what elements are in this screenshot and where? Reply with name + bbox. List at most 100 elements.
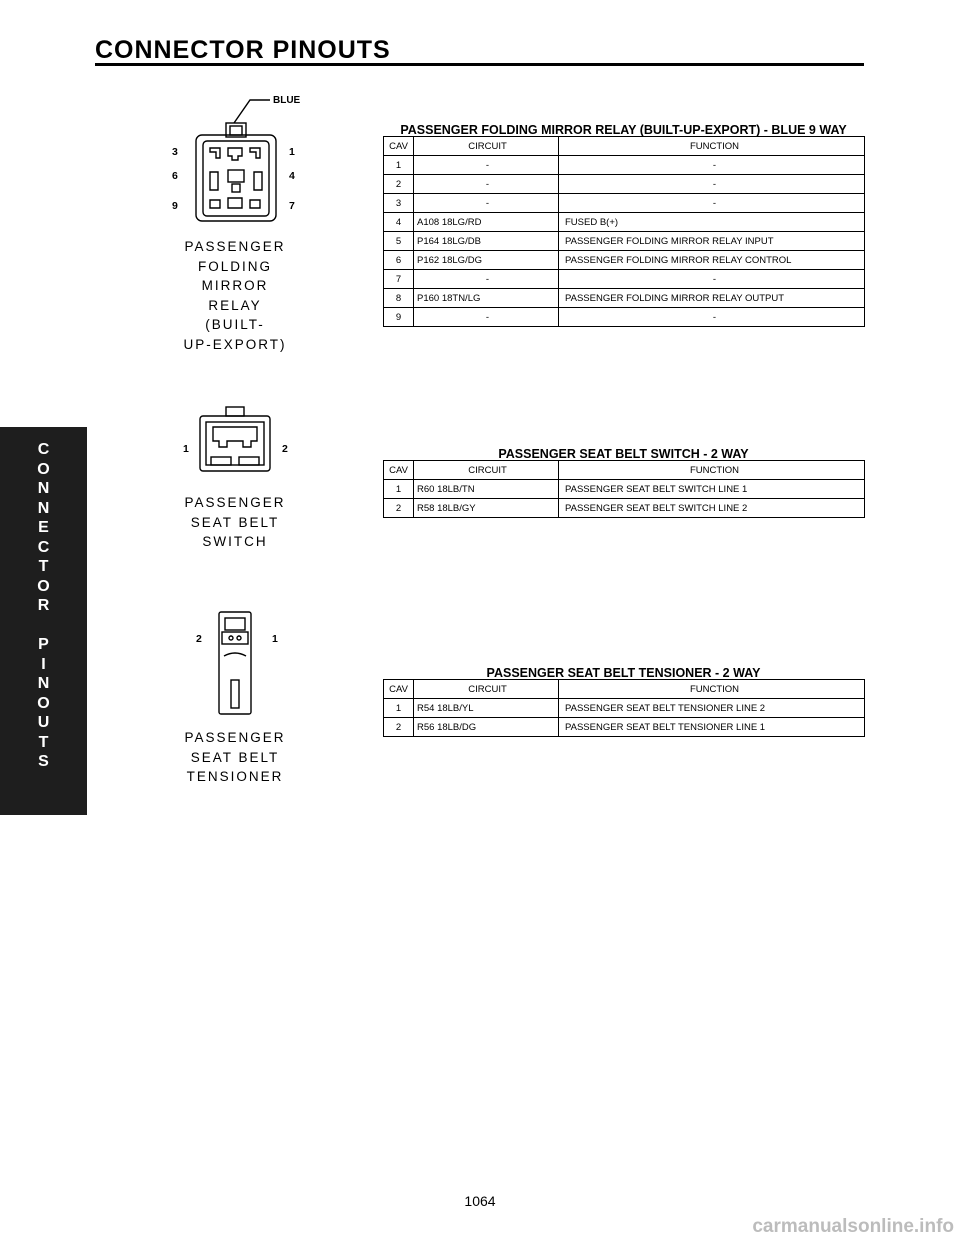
watermark: carmanualsonline.info [752, 1216, 954, 1237]
circuit-header: CIRCUIT [413, 136, 559, 156]
table-row: 7-- [383, 269, 865, 289]
function-cell: - [558, 193, 865, 213]
connector-label-line: PASSENGER [184, 239, 286, 254]
connector-label-line: PASSENGER [184, 495, 286, 510]
circuit-cell: - [413, 307, 559, 327]
function-cell: - [558, 174, 865, 194]
pin-label-9: 9 [172, 200, 178, 212]
pin-label-3: 3 [172, 146, 178, 158]
circuit-cell: R58 18LB/GY [413, 498, 559, 518]
function-cell: PASSENGER FOLDING MIRROR RELAY CONTROL [558, 250, 865, 270]
side-tab-letter: O [37, 577, 50, 595]
seat-belt-switch-table-title: PASSENGER SEAT BELT SWITCH - 2 WAY [498, 447, 749, 461]
circuit-cell: R56 18LB/DG [413, 717, 559, 737]
seat-belt-tensioner-connector-drawing [218, 611, 252, 715]
side-tab-letter: T [38, 558, 49, 575]
connector-label-line: SWITCH [202, 534, 268, 549]
connector-label-line: (BUILT- [205, 317, 265, 332]
cav-cell: 1 [383, 155, 414, 175]
connector-label-line: SEAT BELT [190, 749, 280, 765]
function-cell: PASSENGER SEAT BELT SWITCH LINE 1 [558, 479, 865, 499]
side-tab-letter: O [37, 694, 50, 712]
function-cell: PASSENGER SEAT BELT TENSIONER LINE 2 [558, 698, 865, 718]
side-tab-letter: O [37, 460, 50, 478]
table-row: 3-- [383, 193, 865, 213]
page-title: CONNECTOR PINOUTS [95, 36, 391, 64]
cav-cell: 2 [383, 717, 414, 737]
circuit-cell: - [413, 269, 559, 289]
seat-belt-switch-connector-drawing [199, 406, 271, 472]
side-tab-letter: C [37, 441, 50, 458]
connector-label-line: RELAY [208, 297, 262, 313]
side-tab [0, 427, 87, 815]
cav-cell: 4 [383, 212, 414, 232]
circuit-cell: - [413, 174, 559, 194]
circuit-header: CIRCUIT [413, 679, 559, 699]
table-row: 9-- [383, 307, 865, 327]
pin-label-2: 2 [282, 443, 288, 455]
pin-label-7: 7 [289, 200, 295, 212]
pin-label-2: 2 [196, 633, 202, 645]
connector-label-line: SEAT BELT [190, 514, 280, 530]
circuit-cell: R60 18LB/TN [413, 479, 559, 499]
side-tab-letter: N [37, 499, 50, 517]
side-tab-letter: I [41, 655, 46, 673]
connector-label-line: PASSENGER [184, 730, 286, 745]
side-tab-letter: N [37, 675, 50, 692]
cav-header: CAV [383, 460, 414, 480]
function-cell: PASSENGER FOLDING MIRROR RELAY OUTPUT [558, 288, 865, 308]
cav-cell: 5 [383, 231, 414, 251]
function-cell: FUSED B(+) [558, 212, 865, 232]
function-cell: PASSENGER SEAT BELT TENSIONER LINE 1 [558, 717, 865, 737]
circuit-cell: R54 18LB/YL [413, 698, 559, 718]
cav-cell: 2 [383, 498, 414, 518]
side-tab-letter: U [37, 714, 50, 731]
cav-cell: 7 [383, 269, 414, 289]
color-callout: BLUE [273, 95, 301, 106]
table-row: 1-- [383, 155, 865, 175]
connector-label-line: FOLDING [197, 258, 272, 274]
side-tab-letter: P [38, 636, 49, 653]
function-header: FUNCTION [558, 679, 865, 699]
cav-cell: 2 [383, 174, 414, 194]
function-cell: PASSENGER SEAT BELT SWITCH LINE 2 [558, 498, 865, 518]
circuit-header: CIRCUIT [413, 460, 559, 480]
cav-cell: 6 [383, 250, 414, 270]
folding-mirror-relay-connector-drawing [195, 99, 277, 222]
title-rule [95, 63, 864, 66]
side-tab-letter: S [38, 753, 49, 770]
cav-cell: 1 [383, 698, 414, 718]
connector-label-line: MIRROR [201, 278, 269, 293]
cav-header: CAV [383, 136, 414, 156]
table-row: 2-- [383, 174, 865, 194]
pin-label-1: 1 [289, 146, 295, 158]
function-cell: - [558, 269, 865, 289]
cav-cell: 3 [383, 193, 414, 213]
circuit-cell: - [413, 155, 559, 175]
side-tab-letter: C [37, 538, 50, 556]
seat-belt-tensioner-label: PASSENGER SEAT BELT TENSIONER [160, 728, 310, 787]
page-number: 1064 [464, 1193, 496, 1209]
connector-label-line: TENSIONER [186, 769, 284, 784]
circuit-cell: A108 18LG/RD [413, 212, 559, 232]
folding-mirror-relay-table-title: PASSENGER FOLDING MIRROR RELAY (BUILT-UP… [400, 123, 847, 137]
function-header: FUNCTION [558, 460, 865, 480]
cav-header: CAV [383, 679, 414, 699]
side-tab-letter: N [37, 480, 50, 497]
